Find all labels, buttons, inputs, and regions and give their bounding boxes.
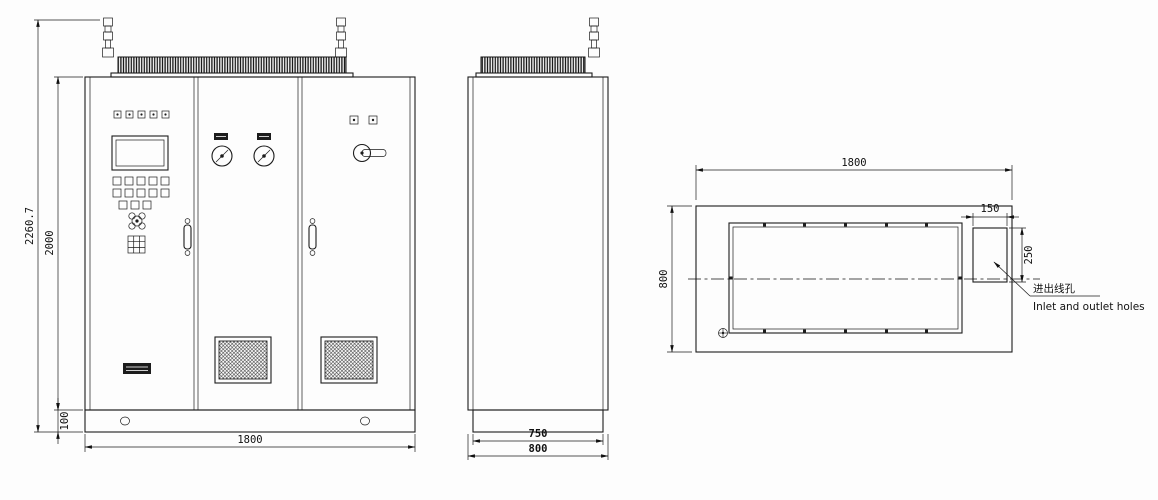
dim-front-width-label: 1800 bbox=[237, 434, 262, 446]
rotary-switch bbox=[253, 145, 275, 167]
dim-total-height: 2260.7 bbox=[24, 19, 100, 433]
dim-side-inner-depth-label: 750 bbox=[529, 428, 548, 440]
dim-top-width-label: 1800 bbox=[841, 157, 866, 169]
side-view: 750 800 bbox=[467, 17, 609, 460]
door-handle bbox=[183, 218, 192, 256]
louver-vent bbox=[320, 336, 378, 384]
dim-total-height-label: 2260.7 bbox=[24, 207, 36, 245]
lifting-bolt-icon bbox=[102, 17, 114, 58]
dim-hole-height-label: 250 bbox=[1023, 246, 1035, 265]
door-handle bbox=[308, 218, 317, 256]
dim-front-width: 1800 bbox=[84, 434, 416, 452]
dim-side-inner-depth: 750 bbox=[472, 428, 604, 445]
rotary-switch bbox=[211, 145, 233, 167]
door-divider bbox=[193, 77, 303, 410]
dim-side-outer-depth: 800 bbox=[467, 434, 609, 460]
cabinet-side-body bbox=[467, 76, 609, 411]
hmi-screen bbox=[111, 135, 169, 171]
dim-body-height: 2000 bbox=[44, 76, 83, 411]
corner-fastener-icon bbox=[718, 328, 728, 338]
roof-vent-grille bbox=[117, 56, 347, 74]
meter-label bbox=[257, 133, 271, 140]
emergency-stop-button bbox=[128, 212, 146, 230]
dim-body-height-label: 2000 bbox=[44, 230, 56, 255]
dim-top-depth: 800 bbox=[658, 205, 692, 353]
inlet-outlet-hole bbox=[972, 227, 1008, 283]
dim-base-height: 100 bbox=[56, 398, 71, 444]
dim-hole-width-label: 150 bbox=[981, 203, 1000, 215]
lifting-bolt-icon bbox=[588, 17, 600, 58]
dim-hole-width: 150 bbox=[961, 203, 1019, 226]
roof-plate bbox=[110, 72, 354, 78]
indicator-light bbox=[368, 115, 378, 125]
dim-top-depth-label: 800 bbox=[658, 270, 670, 289]
indicator-light bbox=[349, 115, 359, 125]
dim-side-outer-depth-label: 800 bbox=[529, 443, 548, 455]
louver-vent bbox=[214, 336, 272, 384]
nameplate bbox=[123, 363, 151, 374]
meter-label bbox=[214, 133, 228, 140]
button-grid bbox=[112, 176, 170, 210]
dim-base-height-label: 100 bbox=[59, 412, 71, 431]
dim-top-width: 1800 bbox=[695, 157, 1013, 200]
front-view: 2260.7 2000 100 1800 bbox=[24, 17, 416, 452]
lifting-bolt-icon bbox=[335, 17, 347, 58]
top-view: 1800 800 150 250 进出线孔 Inlet and outlet bbox=[658, 157, 1145, 353]
inlet-outlet-annotation: 进出线孔 Inlet and outlet holes bbox=[993, 261, 1145, 313]
roof-plate bbox=[475, 72, 593, 78]
indicator-lights-row bbox=[113, 110, 170, 119]
inlet-outlet-label-en: Inlet and outlet holes bbox=[1033, 301, 1145, 313]
roof-opening-frame bbox=[728, 222, 963, 334]
cabinet-side-base bbox=[472, 409, 604, 433]
cabinet-base bbox=[84, 409, 416, 433]
inlet-outlet-label-cn: 进出线孔 bbox=[1033, 282, 1075, 295]
roof-vent-grille bbox=[480, 56, 586, 74]
dim-hole-height: 250 bbox=[1009, 227, 1035, 283]
door-lock bbox=[352, 143, 387, 163]
socket-module bbox=[127, 235, 146, 254]
